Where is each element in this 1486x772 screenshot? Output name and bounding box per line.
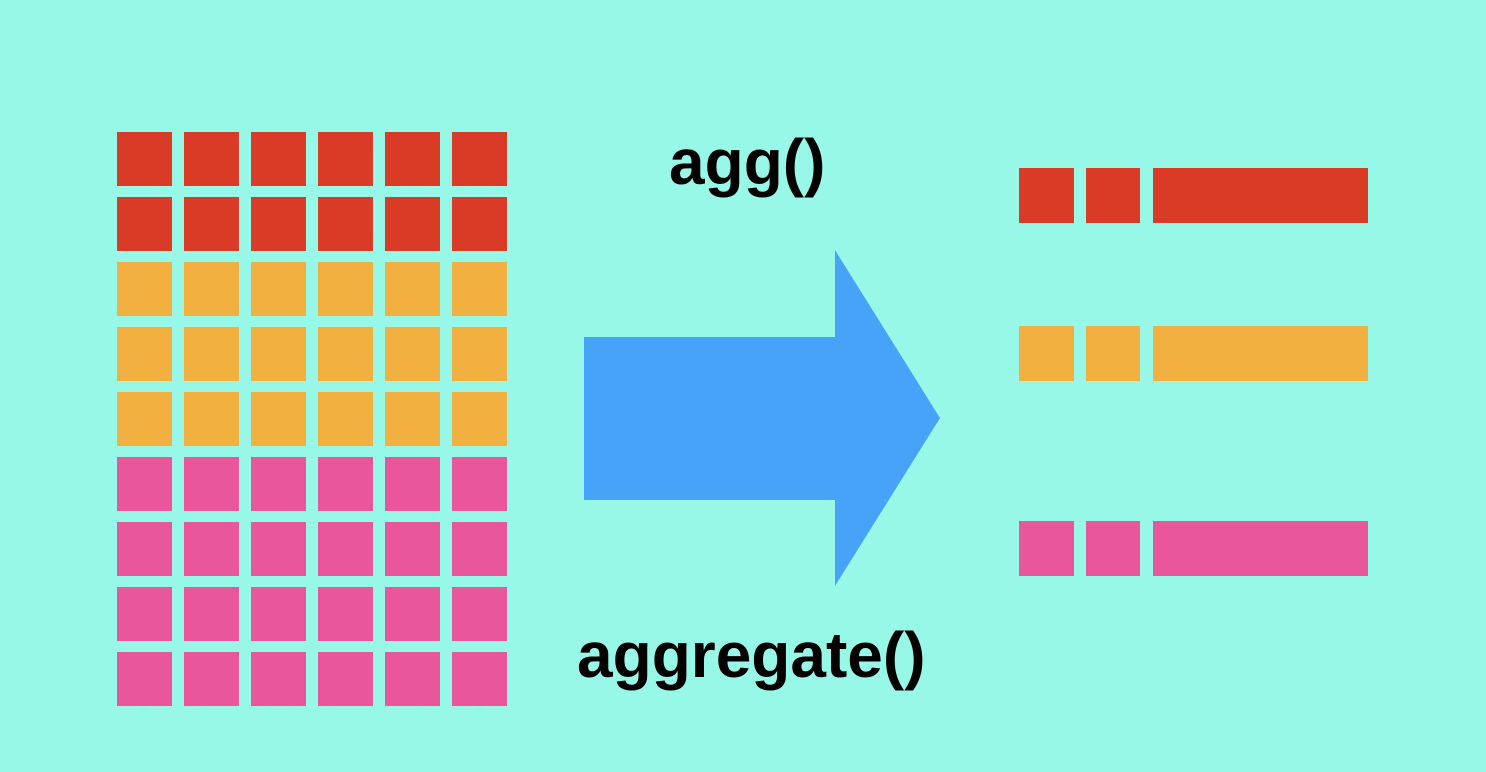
input-table-grid [117, 132, 507, 706]
input-cell-red [452, 197, 507, 251]
input-cell-orange [452, 327, 507, 381]
input-cell-pink [184, 522, 239, 576]
input-cell-pink [452, 522, 507, 576]
input-cell-orange [318, 327, 373, 381]
input-cell-pink [117, 652, 172, 706]
input-cell-orange [385, 327, 440, 381]
input-cell-orange [318, 392, 373, 446]
input-cell-orange [117, 327, 172, 381]
input-cell-red [318, 132, 373, 186]
input-cell-pink [452, 457, 507, 511]
input-cell-pink [117, 457, 172, 511]
input-cell-orange [117, 392, 172, 446]
input-cell-red [184, 132, 239, 186]
output-key-cell [1086, 326, 1140, 381]
input-cell-red [318, 197, 373, 251]
input-cell-pink [251, 652, 306, 706]
input-cell-pink [318, 587, 373, 641]
input-cell-orange [452, 392, 507, 446]
input-cell-orange [318, 262, 373, 316]
input-cell-orange [184, 262, 239, 316]
input-cell-pink [385, 587, 440, 641]
agg-function-label: agg() [669, 126, 826, 198]
input-cell-orange [452, 262, 507, 316]
input-cell-orange [251, 392, 306, 446]
input-cell-pink [318, 457, 373, 511]
output-aggregated-cell [1153, 521, 1368, 576]
input-cell-red [117, 132, 172, 186]
input-cell-pink [318, 522, 373, 576]
input-cell-orange [385, 262, 440, 316]
input-cell-pink [385, 652, 440, 706]
output-aggregated-cell [1153, 168, 1368, 223]
aggregate-function-label: aggregate() [577, 619, 926, 691]
input-cell-red [251, 197, 306, 251]
input-cell-red [385, 132, 440, 186]
output-key-cell [1086, 521, 1140, 576]
output-aggregated-cell [1153, 326, 1368, 381]
input-cell-red [452, 132, 507, 186]
input-cell-pink [117, 522, 172, 576]
input-cell-pink [184, 587, 239, 641]
input-cell-red [251, 132, 306, 186]
input-cell-pink [251, 522, 306, 576]
input-cell-pink [251, 457, 306, 511]
input-cell-pink [385, 522, 440, 576]
input-cell-pink [251, 587, 306, 641]
input-cell-pink [184, 652, 239, 706]
input-cell-red [117, 197, 172, 251]
output-key-cell [1019, 521, 1074, 576]
input-cell-pink [452, 652, 507, 706]
input-cell-pink [385, 457, 440, 511]
input-cell-pink [184, 457, 239, 511]
output-key-cell [1086, 168, 1140, 223]
input-cell-orange [117, 262, 172, 316]
output-key-cell [1019, 326, 1074, 381]
input-cell-orange [251, 262, 306, 316]
input-cell-pink [117, 587, 172, 641]
input-cell-orange [184, 327, 239, 381]
input-cell-red [184, 197, 239, 251]
input-cell-pink [318, 652, 373, 706]
output-key-cell [1019, 168, 1074, 223]
input-cell-pink [452, 587, 507, 641]
input-cell-red [385, 197, 440, 251]
input-cell-orange [385, 392, 440, 446]
input-cell-orange [251, 327, 306, 381]
input-cell-orange [184, 392, 239, 446]
